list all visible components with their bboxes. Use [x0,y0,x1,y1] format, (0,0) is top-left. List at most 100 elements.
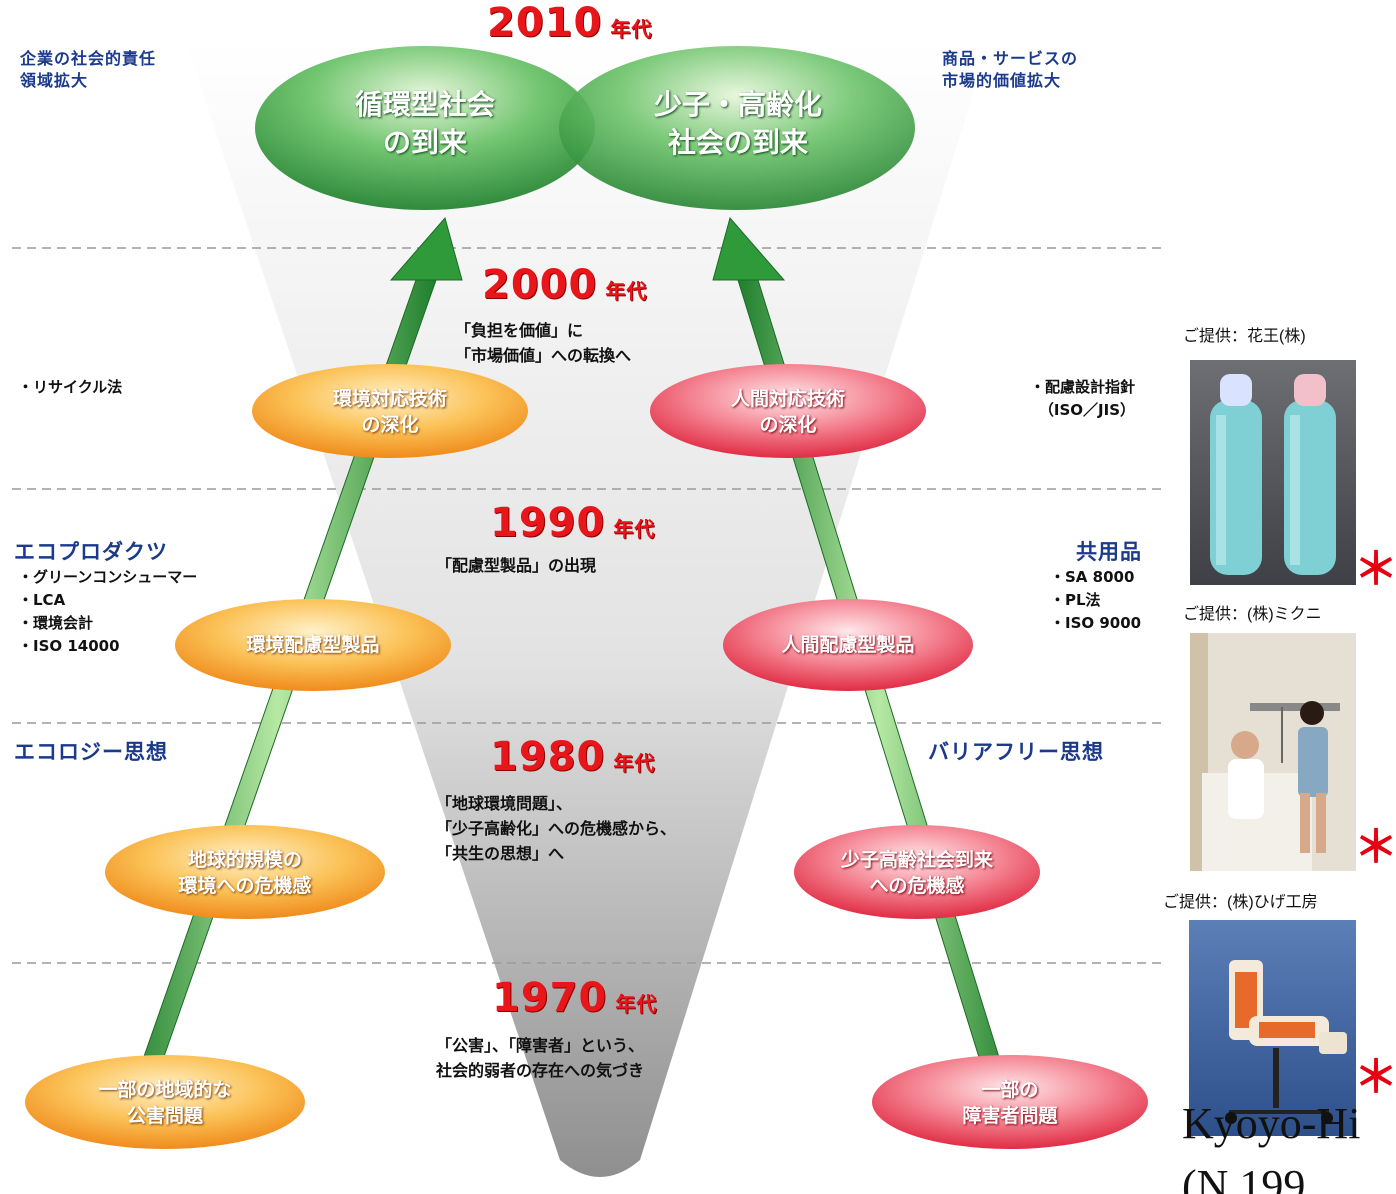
decade-separators [12,247,1165,964]
universal-list-item-1: ・SA 8000 [1050,568,1135,586]
top-left-ellipse [255,46,595,210]
signature-second-line: (N 199 [1182,1160,1396,1194]
recycle-law-label: ・リサイクル法 [18,378,123,396]
right-oval-1990 [723,599,973,691]
eco-list-item-2: ・LCA [18,591,66,609]
design-guideline: ・配慮設計指針 （ISO／JIS） [1030,376,1135,422]
right-1970-line-1: 一部の [981,1079,1039,1101]
decade-1970-year: 1970 [492,975,608,1021]
top-right-note-line-2: 市場的価値拡大 [942,71,1062,90]
center-1980-line-3: 「共生の思想」へ [436,844,565,863]
top-right-note: 商品・サービスの 市場的価値拡大 [942,48,1078,92]
kyoyo-signature: Kyoyo-Hi [1182,1098,1360,1150]
center-2000-line-2: 「市場価値」への転換へ [455,346,632,365]
signature-line-2: (N 199 [1182,1161,1306,1194]
eco-products-list: ・グリーンコンシューマー ・LCA ・環境会計 ・ISO 14000 [18,566,197,658]
left-oval-1990 [175,599,451,691]
decade-2010-year: 2010 [487,0,603,46]
asterisk-2: ＊ [1354,822,1396,873]
decade-1970: 1970 年代 [492,975,657,1021]
photo-credit-kao: ご提供：花王(株) [1183,328,1306,345]
right-oval-1980-label: 少子高齢社会到来 への危機感 [794,847,1040,899]
center-1970-line-2: 社会的弱者の存在への気づき [436,1061,645,1080]
decade-1980: 1980 年代 [490,734,655,780]
left-1970-line-1: 一部の地域的な [98,1079,232,1101]
decade-1980-suffix: 年代 [613,751,656,775]
left-oval-1980 [105,825,385,919]
decade-1990-year: 1990 [490,500,606,546]
guideline-line-1: ・配慮設計指針 [1030,378,1136,396]
universal-products-heading: 共用品 [1076,540,1142,564]
top-left-line-2: の到来 [382,126,467,159]
top-left-line-1: 循環型社会 [354,88,495,121]
right-1990-line-1: 人間配慮型製品 [781,634,915,656]
center-text-1970: 「公害」、「障害者」という、 社会的弱者の存在への気づき [436,1033,644,1083]
asterisk-1: ＊ [1354,544,1396,595]
decade-1970-suffix: 年代 [615,992,658,1016]
center-text-1980: 「地球環境問題」、 「少子高齢化」への危機感から、 「共生の思想」へ [436,791,676,866]
asterisk-3: ＊ [1354,1052,1396,1103]
left-oval-2000 [252,364,528,458]
photo-credit-mikuni: ご提供：(株)ミクニ [1183,606,1322,623]
left-1980-line-2: 環境への危機感 [178,875,312,897]
universal-products-list: ・SA 8000 ・PL法 ・ISO 9000 [1050,566,1141,635]
right-1970-line-2: 障害者問題 [962,1105,1058,1127]
decade-2000-suffix: 年代 [605,279,648,303]
eco-list-item-4: ・ISO 14000 [18,637,120,655]
guideline-line-2: （ISO／JIS） [1038,401,1136,419]
decade-1990: 1990 年代 [490,500,655,546]
left-1990-line-1: 環境配慮型製品 [246,634,380,656]
eco-list-item-3: ・環境会計 [18,614,94,632]
right-oval-1990-label: 人間配慮型製品 [723,632,973,658]
photo-bath-lift [1190,633,1356,871]
decade-1980-year: 1980 [490,734,606,780]
right-oval-2000 [650,364,926,458]
photo-bottles [1190,360,1356,585]
top-right-ellipse-label: 少子・高齢化 社会の到来 [588,86,888,162]
top-left-note: 企業の社会的責任 領域拡大 [20,48,156,92]
center-1990-line-1: 「配慮型製品」の出現 [436,556,597,575]
left-oval-2000-label: 環境対応技術 の深化 [252,386,528,438]
funnel-shape [185,40,990,1177]
right-1980-line-2: への危機感 [869,875,965,897]
right-1980-line-1: 少子高齢社会到来 [840,849,993,871]
top-left-note-line-2: 領域拡大 [20,71,89,90]
photo-seating-chair [1189,920,1356,1136]
center-1970-line-1: 「公害」、「障害者」という、 [436,1036,645,1055]
eco-list-item-1: ・グリーンコンシューマー [18,568,198,586]
top-right-line-1: 少子・高齢化 [653,88,822,121]
right-oval-2000-label: 人間対応技術 の深化 [650,386,926,438]
right-oval-1970 [872,1055,1148,1149]
eco-products-heading: エコプロダクツ [14,540,168,564]
right-2000-line-2: の深化 [759,414,817,436]
right-oval-1970-label: 一部の 障害者問題 [872,1077,1148,1129]
top-right-ellipse [559,46,915,210]
left-oval-1980-label: 地球的規模の 環境への危機感 [105,847,385,899]
signature-line-1: Kyoyo-Hi [1182,1099,1361,1148]
barrier-free-heading: バリアフリー思想 [928,740,1104,764]
left-oval-1970 [25,1055,305,1149]
top-left-ellipse-label: 循環型社会 の到来 [275,86,575,162]
left-1970-line-2: 公害問題 [126,1105,203,1127]
right-2000-line-1: 人間対応技術 [730,388,845,410]
left-1980-line-1: 地球的規模の [187,849,302,871]
left-oval-1990-label: 環境配慮型製品 [175,632,451,658]
center-2000-line-1: 「負担を価値」に [455,321,584,340]
ecology-thought-heading: エコロジー思想 [14,740,168,764]
center-text-2000: 「負担を価値」に 「市場価値」への転換へ [455,318,631,368]
top-right-note-line-1: 商品・サービスの [942,49,1079,68]
left-2000-line-1: 環境対応技術 [332,388,447,410]
decade-2000-year: 2000 [482,262,598,308]
left-oval-1970-label: 一部の地域的な 公害問題 [25,1077,305,1129]
center-1980-line-2: 「少子高齢化」への危機感から、 [436,819,677,838]
top-right-line-2: 社会の到来 [667,126,808,159]
decade-2000: 2000 年代 [482,262,647,308]
center-1980-line-1: 「地球環境問題」、 [436,794,573,813]
universal-list-item-3: ・ISO 9000 [1050,614,1142,632]
photo-credit-hige: ご提供：(株)ひげ工房 [1163,894,1318,911]
right-oval-1980 [794,825,1040,919]
decade-1990-suffix: 年代 [613,517,656,541]
